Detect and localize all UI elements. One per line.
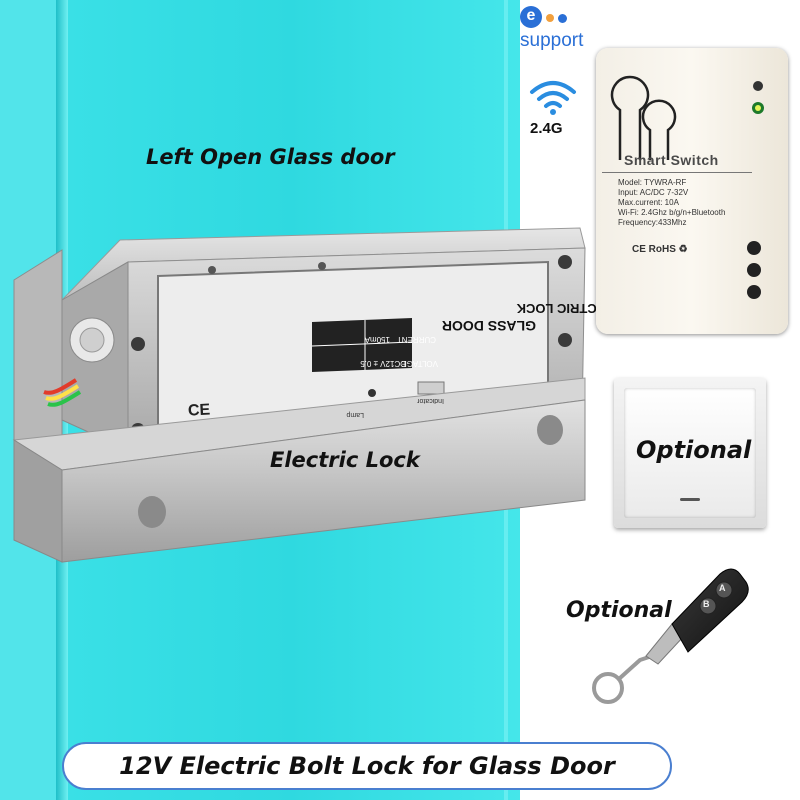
relay-specs: Model: TYWRA-RF Input: AC/DC 7-32V Max.c… bbox=[618, 178, 725, 228]
relay-spec-line: Max.current: 10A bbox=[618, 198, 679, 207]
lock-mount-hole bbox=[138, 496, 166, 528]
lock-indicator-led bbox=[368, 389, 376, 397]
lock-lamp-label: Lamp bbox=[346, 411, 364, 418]
lock-mount-hole bbox=[537, 415, 563, 445]
lock-screw bbox=[558, 255, 572, 269]
caption-remote-optional: Optional bbox=[566, 598, 672, 623]
lock-indicator-label: Indicator bbox=[417, 397, 444, 404]
exit-switch-button bbox=[624, 388, 756, 518]
lock-wires bbox=[43, 378, 78, 395]
lock-strike-bar-end bbox=[13, 439, 63, 563]
relay-certifications: CE RoHS ♻ bbox=[632, 244, 688, 255]
banner-text: 12V Electric Bolt Lock for Glass Door bbox=[119, 752, 615, 780]
lock-voltage-value: DC12V ± 0.5 bbox=[360, 359, 406, 368]
remote-button-b bbox=[699, 597, 717, 615]
remote-button-b-label: B bbox=[703, 599, 710, 609]
logo-dot bbox=[546, 14, 554, 22]
remote-button-a bbox=[715, 581, 733, 599]
exit-switch-led bbox=[680, 498, 700, 501]
lock-indicator-window bbox=[417, 381, 445, 395]
lock-ce-mark: CE bbox=[187, 401, 211, 420]
relay-divider bbox=[602, 172, 752, 173]
relay-title: Smart Switch bbox=[624, 152, 719, 168]
caption-door: Left Open Glass door bbox=[146, 145, 395, 169]
lock-label-header: GLASS DOOR bbox=[441, 318, 536, 334]
logo-letter: e bbox=[520, 6, 542, 28]
esupport-logo: e support bbox=[518, 4, 606, 54]
lock-screw bbox=[131, 337, 145, 351]
lock-spec-box bbox=[312, 318, 412, 372]
relay-spec-line: Input: AC/DC 7-32V bbox=[618, 188, 689, 197]
logo-dot bbox=[558, 14, 567, 23]
relay-spec-line: Frequency:433Mhz bbox=[618, 218, 687, 227]
lock-screw bbox=[558, 333, 572, 347]
remote-fob-illustration bbox=[592, 568, 749, 704]
title-banner: 12V Electric Bolt Lock for Glass Door bbox=[62, 742, 672, 790]
logo-word: support bbox=[520, 30, 584, 51]
relay-spec-line: Model: TYWRA-RF bbox=[618, 178, 687, 187]
lock-voltage-label: VOLTAGE bbox=[401, 359, 438, 368]
antenna-icon bbox=[610, 75, 764, 299]
wifi-icon bbox=[530, 81, 576, 115]
wifi-badge-label: 2.4G bbox=[530, 120, 563, 137]
caption-switch-optional: Optional bbox=[636, 436, 752, 464]
relay-spec-line: Wi-Fi: 2.4Ghz b/g/n+Bluetooth bbox=[618, 208, 726, 217]
caption-lock: Electric Lock bbox=[270, 448, 420, 472]
remote-button-a-label: A bbox=[719, 583, 726, 593]
key-ring bbox=[592, 672, 624, 704]
lock-current-label: CURRENT bbox=[396, 335, 436, 344]
lock-current-value: 150mA bbox=[364, 335, 390, 344]
exit-switch-panel bbox=[614, 378, 766, 528]
smart-switch-module: Smart Switch Model: TYWRA-RF Input: AC/D… bbox=[596, 48, 788, 334]
